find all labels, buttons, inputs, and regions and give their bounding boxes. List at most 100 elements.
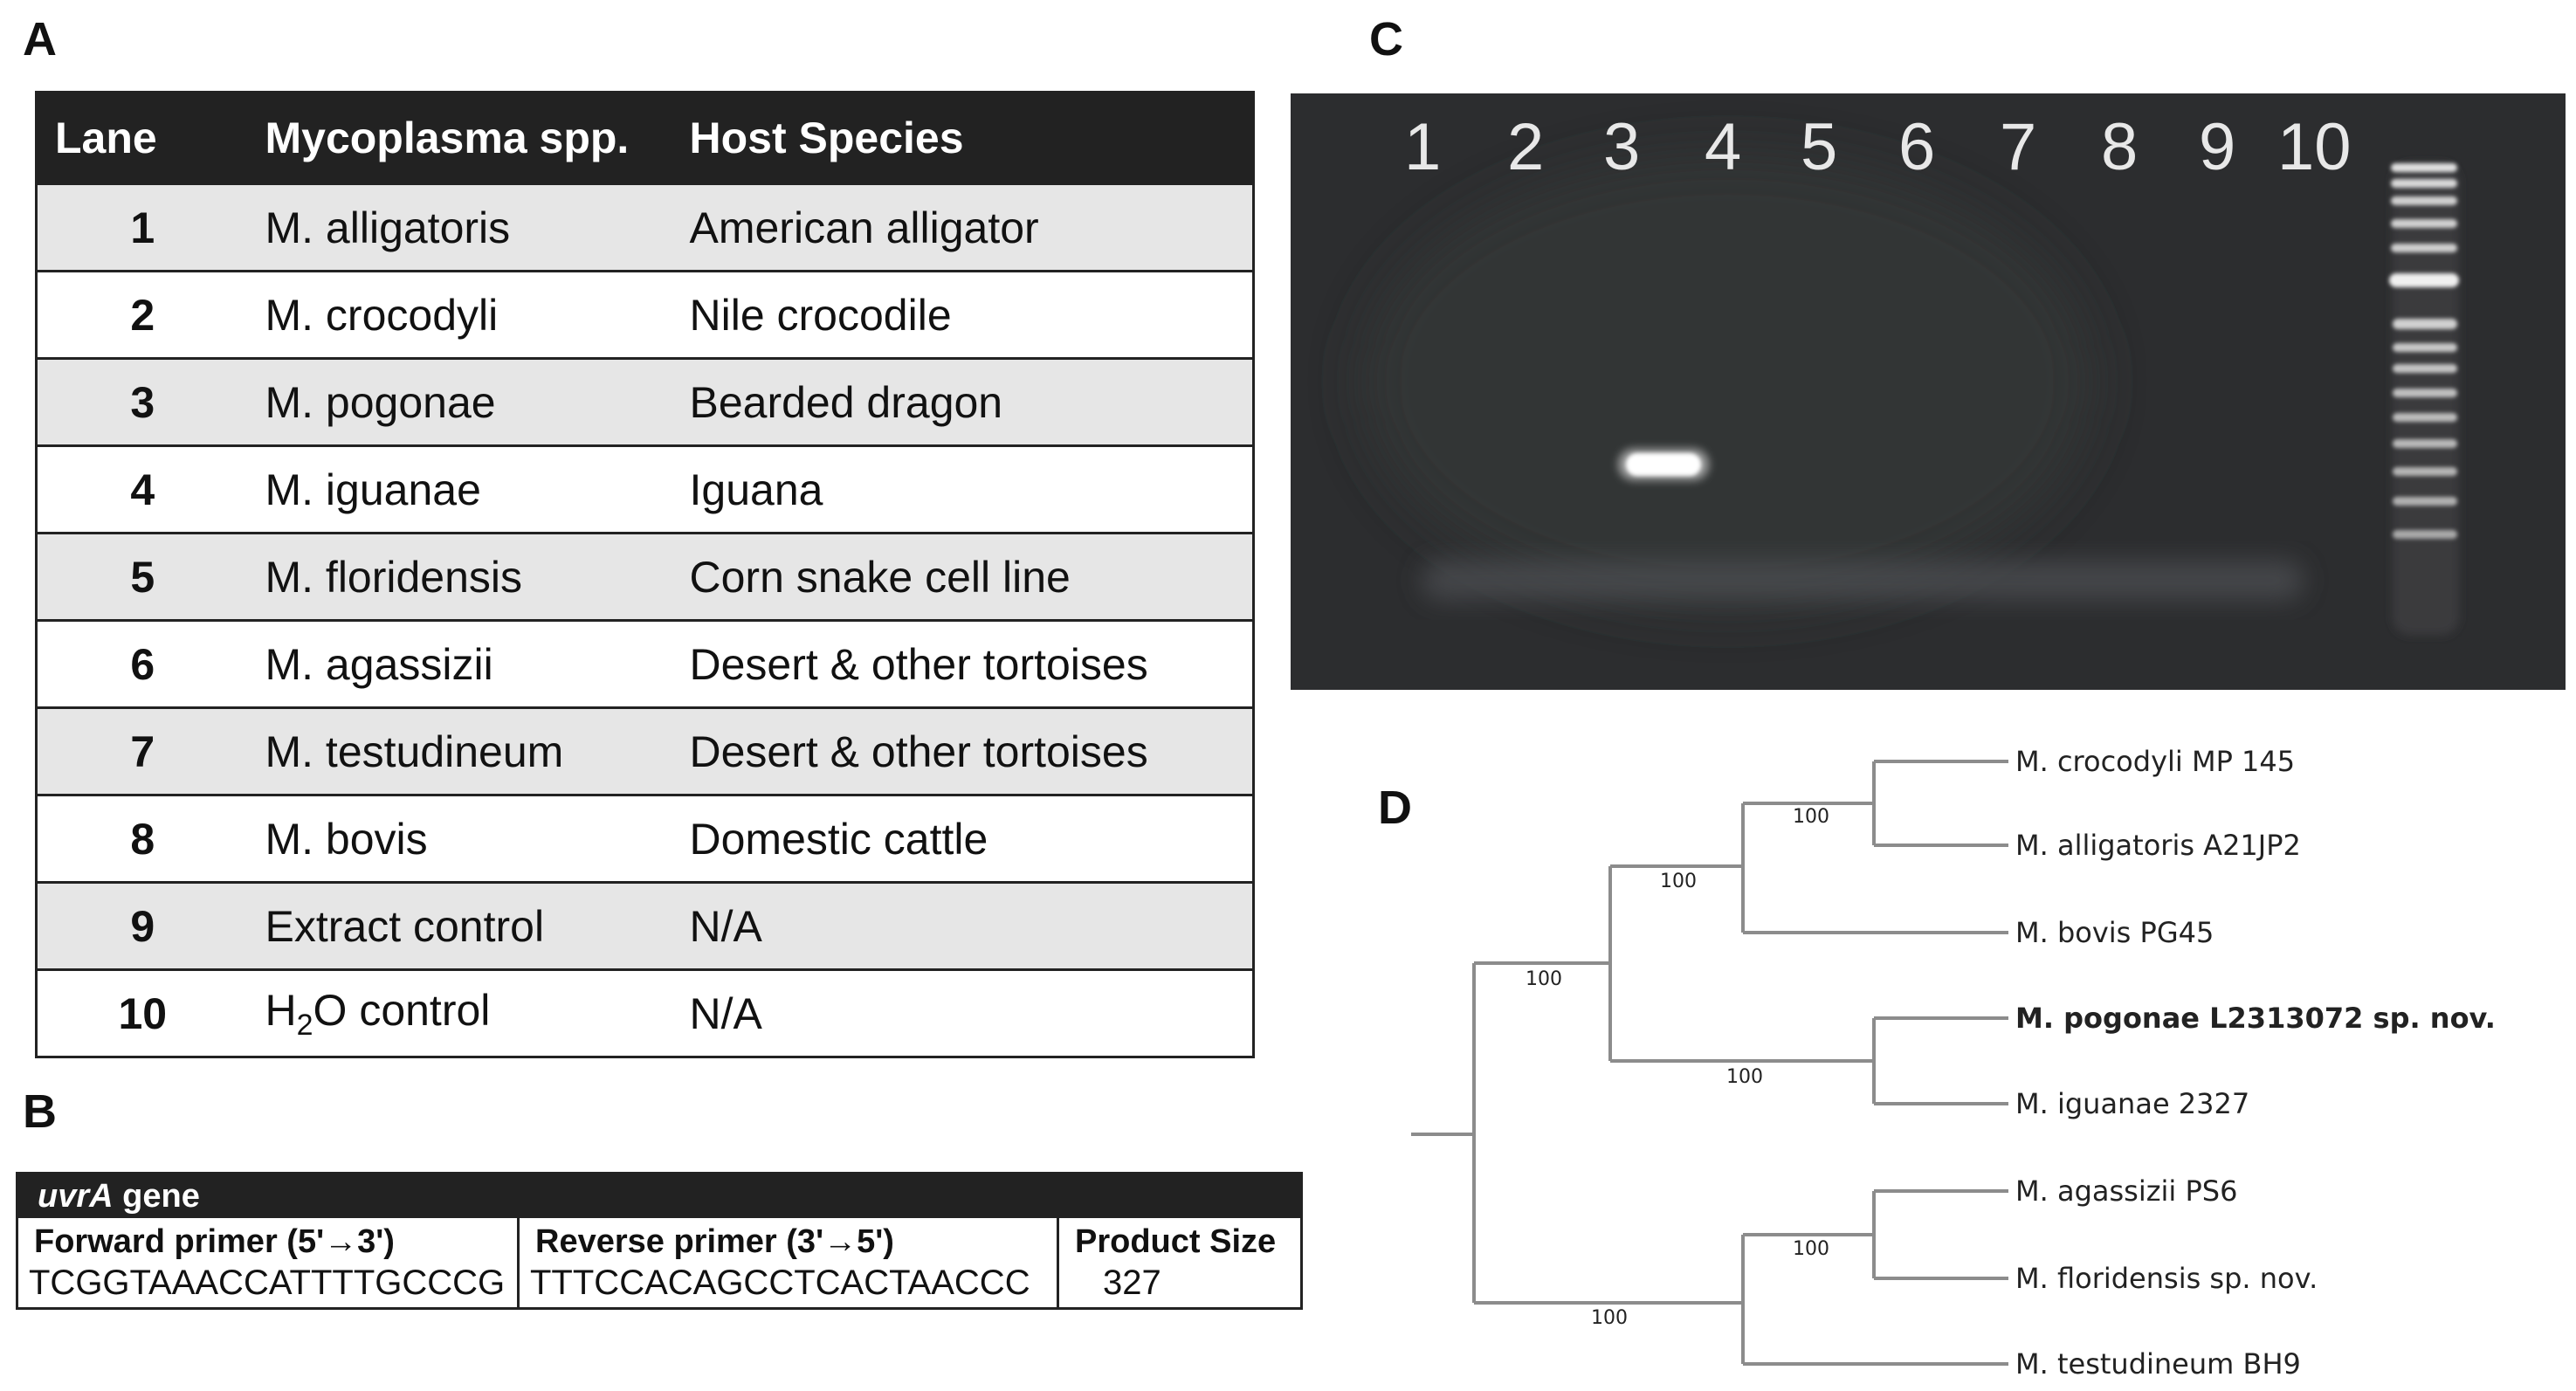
header-species: Mycoplasma spp.: [247, 92, 685, 184]
primer-row: Forward primer (5'→3') TCGGTAAACCATTTTGC…: [18, 1218, 1300, 1307]
lane-number: 9: [36, 881, 248, 970]
ladder-band: [2393, 413, 2457, 422]
gel-lane-label: 2: [1507, 110, 1545, 184]
gel-glow: [1360, 155, 2094, 609]
gel-lane-label: 10: [2277, 110, 2352, 184]
host-species: N/A: [684, 881, 1254, 970]
lane-number: 1: [36, 182, 248, 272]
lane-number: 10: [36, 968, 248, 1057]
gel-lane-label: 6: [1898, 110, 1936, 184]
species-name: M. bovis: [247, 794, 685, 883]
ladder-band: [2393, 467, 2457, 476]
reverse-primer-sequence: TTTCCACAGCCTCACTAACCC: [530, 1264, 1030, 1302]
ladder-band: [2391, 163, 2457, 172]
species-name: M. pogonae: [247, 357, 685, 446]
bootstrap-value: 100: [1660, 871, 1697, 892]
ladder-band: [2393, 530, 2457, 539]
panel-label-a: A: [23, 13, 57, 65]
table-row: 2 M. crocodyli Nile crocodile: [36, 270, 1254, 359]
host-species: Corn snake cell line: [684, 532, 1254, 621]
ladder-band: [2393, 439, 2457, 448]
gel-electrophoresis-image: 1 2 3 4 5 6 7 8 9 10: [1291, 93, 2566, 690]
species-name: H2O control: [247, 968, 685, 1057]
host-species: American alligator: [684, 182, 1254, 272]
forward-primer-cell: Forward primer (5'→3') TCGGTAAACCATTTTGC…: [18, 1218, 520, 1307]
ladder-band: [2391, 179, 2457, 188]
lane-number: 7: [36, 706, 248, 795]
lane-species-table: Lane Mycoplasma spp. Host Species 1 M. a…: [35, 91, 1255, 1058]
primer-dimer-smear: [1422, 561, 2304, 600]
bootstrap-value: 100: [1726, 1066, 1763, 1088]
host-species: Desert & other tortoises: [684, 619, 1254, 708]
table-row: 7 M. testudineum Desert & other tortoise…: [36, 706, 1254, 795]
species-name-post: O control: [313, 985, 491, 1035]
species-name: M. testudineum: [247, 706, 685, 795]
species-name-pre: H: [265, 985, 297, 1035]
gel-svg: [1360, 155, 2459, 635]
bootstrap-value: 100: [1591, 1307, 1628, 1329]
taxon-label: M. crocodyli MP 145: [2015, 745, 2295, 778]
gel-lane-label: 9: [2199, 110, 2236, 184]
gel-lane-label: 5: [1801, 110, 1838, 184]
taxon-label: M. agassizii PS6: [2015, 1174, 2237, 1208]
reverse-primer-title: Reverse primer (3'→5'): [535, 1223, 894, 1260]
dna-ladder: [2389, 163, 2459, 635]
lane-number: 2: [36, 270, 248, 359]
table-row: 3 M. pogonae Bearded dragon: [36, 357, 1254, 446]
ladder-band: [2393, 497, 2457, 506]
gene-suffix: gene: [113, 1178, 200, 1215]
gene-name: uvrA: [38, 1178, 114, 1215]
pcr-band: [1626, 453, 1701, 476]
table-header-row: Lane Mycoplasma spp. Host Species: [36, 92, 1254, 184]
panel-label-d: D: [1378, 782, 1412, 834]
bootstrap-value: 100: [1526, 968, 1562, 990]
gel-lane-label: 1: [1404, 110, 1442, 184]
ladder-band: [2389, 273, 2459, 287]
gel-lane-label: 8: [2101, 110, 2139, 184]
lane-number: 4: [36, 444, 248, 534]
product-size-cell: Product Size 327: [1059, 1218, 1300, 1307]
ladder-band: [2391, 244, 2457, 252]
gel-lane-label: 7: [2000, 110, 2037, 184]
taxon-label: M. iguanae 2327: [2015, 1087, 2249, 1120]
bootstrap-value: 100: [1793, 1238, 1829, 1260]
panel-label-c: C: [1369, 13, 1403, 65]
forward-primer-sequence: TCGGTAAACCATTTTGCCCG: [29, 1264, 506, 1302]
primer-table: uvrA gene Forward primer (5'→3') TCGGTAA…: [16, 1172, 1303, 1310]
bootstrap-value: 100: [1793, 806, 1829, 828]
taxon-label-new-species: M. pogonae L2313072 sp. nov.: [2015, 1002, 2496, 1035]
gel-lane-label: 4: [1705, 110, 1742, 184]
product-size-title: Product Size: [1075, 1223, 1277, 1260]
header-lane: Lane: [36, 92, 248, 184]
table-row: 6 M. agassizii Desert & other tortoises: [36, 619, 1254, 708]
host-species: Desert & other tortoises: [684, 706, 1254, 795]
lane-number: 3: [36, 357, 248, 446]
header-host: Host Species: [684, 92, 1254, 184]
lane-number: 8: [36, 794, 248, 883]
table-row: 4 M. iguanae Iguana: [36, 444, 1254, 534]
ladder-band: [2393, 364, 2457, 373]
species-name-subscript: 2: [296, 1008, 313, 1042]
product-size-value: 327: [1103, 1264, 1161, 1302]
ladder-smear: [2393, 163, 2459, 635]
species-name: M. agassizii: [247, 619, 685, 708]
host-species: Nile crocodile: [684, 270, 1254, 359]
ladder-band: [2391, 196, 2457, 205]
taxon-label: M. alligatoris A21JP2: [2015, 829, 2301, 862]
reverse-primer-cell: Reverse primer (3'→5') TTTCCACAGCCTCACTA…: [520, 1218, 1059, 1307]
species-name: M. alligatoris: [247, 182, 685, 272]
table-row: 9 Extract control N/A: [36, 881, 1254, 970]
species-name: M. iguanae: [247, 444, 685, 534]
taxon-labels: M. crocodyli MP 145 M. alligatoris A21JP…: [2015, 745, 2496, 1380]
ladder-band: [2393, 343, 2457, 352]
ladder-band: [2393, 389, 2457, 397]
table-row: 10 H2O control N/A: [36, 968, 1254, 1057]
panel-label-b: B: [23, 1085, 57, 1138]
ladder-band: [2393, 319, 2457, 329]
host-species: Iguana: [684, 444, 1254, 534]
taxon-label: M. testudineum BH9: [2015, 1347, 2301, 1380]
lane-number: 5: [36, 532, 248, 621]
lane-number: 6: [36, 619, 248, 708]
species-name: M. floridensis: [247, 532, 685, 621]
host-species: Domestic cattle: [684, 794, 1254, 883]
